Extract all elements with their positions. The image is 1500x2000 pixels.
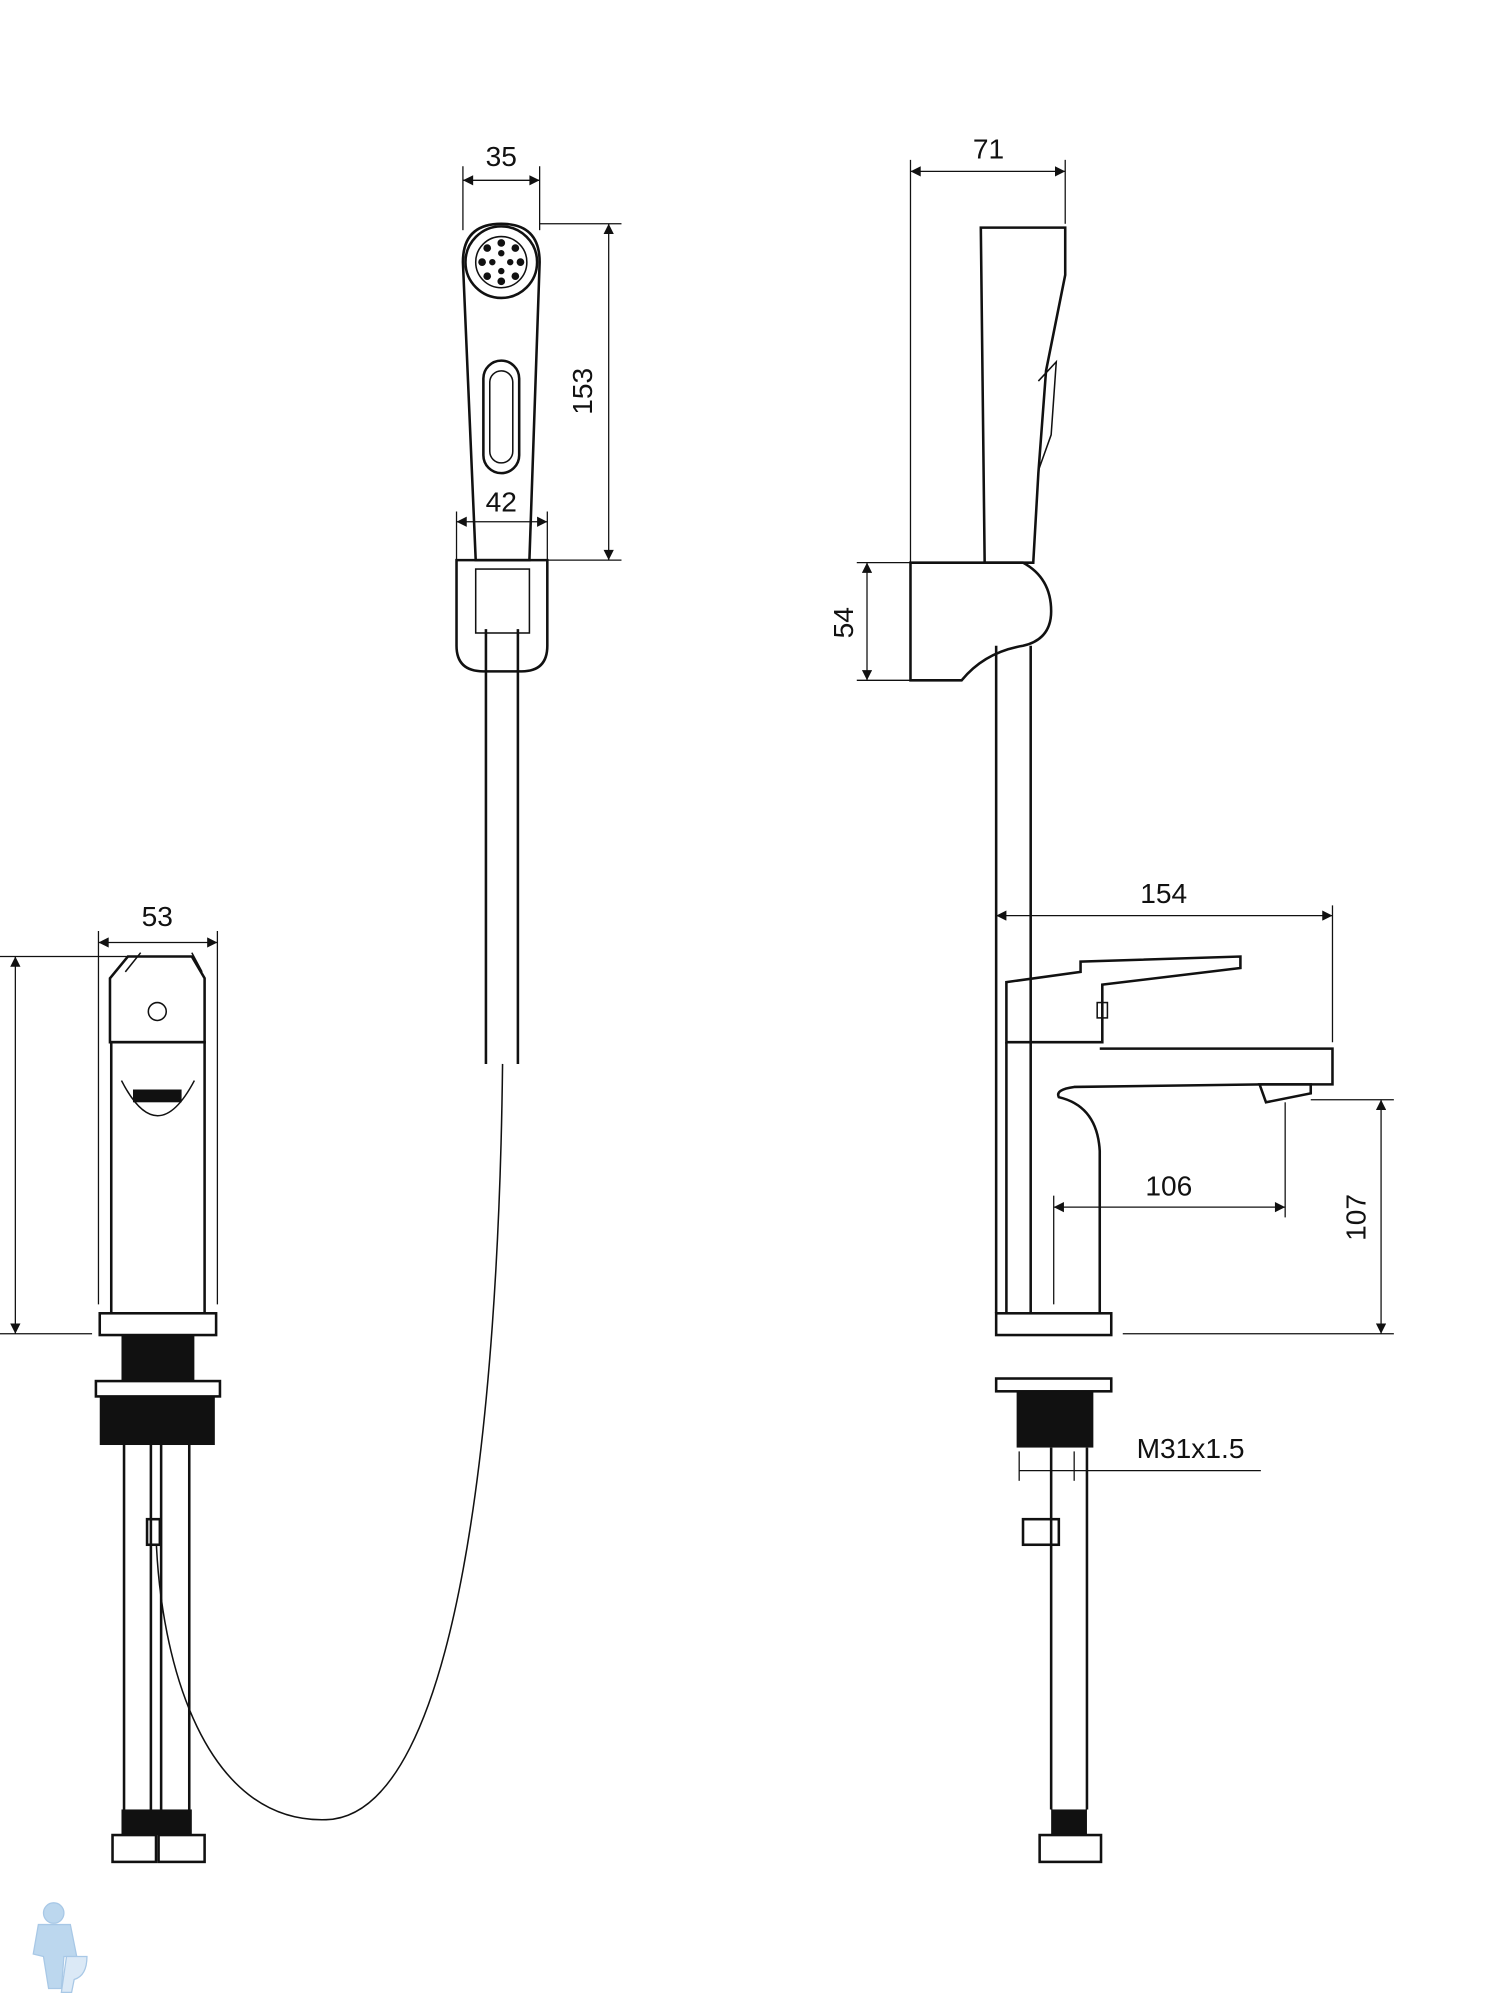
- dimension-thread: M31x1.5: [1018, 1433, 1261, 1481]
- handshower-front-view: [155, 222, 549, 1821]
- dimension-54: 54: [828, 562, 911, 681]
- dimension-label: 42: [486, 487, 517, 518]
- dimension-label: 107: [1341, 1194, 1372, 1241]
- dimension-42: 42: [455, 487, 548, 563]
- dimension-label: 71: [973, 134, 1004, 165]
- dimension-106: 106: [1053, 1102, 1286, 1305]
- dimension-107: 107: [1122, 1099, 1394, 1335]
- dimension-35: 35: [462, 141, 541, 231]
- dimension-label: 153: [567, 368, 598, 415]
- dimension-label: 54: [828, 607, 859, 638]
- dimension-71: 71: [909, 134, 1066, 563]
- dimension-label: 106: [1145, 1171, 1192, 1202]
- dimension-153: 153: [539, 223, 622, 561]
- dimension-label: 35: [486, 141, 517, 172]
- plumber-logo: [32, 1902, 88, 1993]
- faucet-front-view: [94, 952, 222, 1864]
- dimension-label: 53: [142, 901, 173, 932]
- dimension-154: 154: [996, 878, 1334, 1043]
- dimension-label: 154: [1140, 878, 1187, 909]
- dimension-label: M31x1.5: [1137, 1433, 1245, 1464]
- side-view: [909, 226, 1334, 1864]
- dimension-faucet-height: [0, 955, 180, 1335]
- dimension-53: 53: [97, 901, 219, 1305]
